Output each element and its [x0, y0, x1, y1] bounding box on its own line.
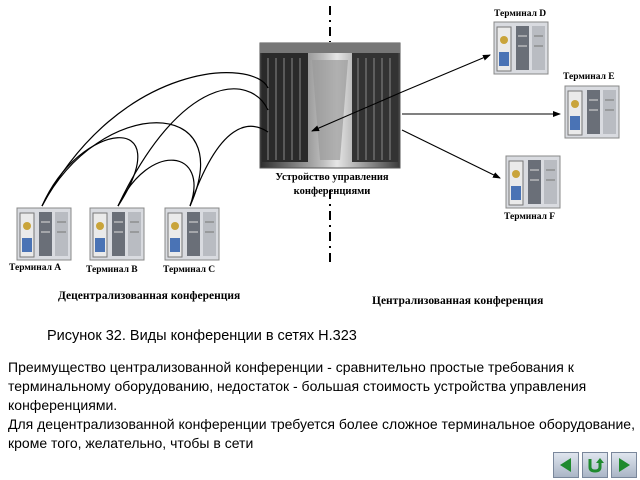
- terminal-e-label: Терминал E: [563, 72, 615, 82]
- figure-caption: Рисунок 32. Виды конференции в сетях H.3…: [47, 328, 357, 344]
- body-paragraph-1: Преимущество централизованной конференци…: [8, 359, 587, 413]
- terminal-d-icon: [493, 21, 549, 75]
- terminal-c-label: Терминал C: [163, 265, 216, 275]
- return-icon: [588, 458, 604, 473]
- terminal-a-icon: [16, 207, 72, 261]
- centralized-label: Централизованная конференция: [372, 295, 544, 307]
- decentralized-label: Децентрализованная конференция: [58, 290, 241, 302]
- terminal-a-label: Терминал A: [9, 263, 62, 273]
- forward-button[interactable]: [611, 452, 637, 478]
- server-label: Устройство управления конференциями: [262, 171, 402, 199]
- arrow-left-icon: [560, 458, 571, 472]
- arrow-right-icon: [619, 458, 630, 472]
- terminal-b-icon: [89, 207, 145, 261]
- body-text: Преимущество централизованной конференци…: [8, 358, 636, 453]
- return-button[interactable]: [582, 452, 608, 478]
- back-button[interactable]: [553, 452, 579, 478]
- conference-server-image: [259, 42, 401, 169]
- terminal-b-label: Терминал B: [86, 265, 138, 275]
- body-paragraph-2: Для децентрализованной конференции требу…: [8, 416, 635, 451]
- decentralized-links: [41, 72, 269, 207]
- terminal-d-label: Терминал D: [494, 9, 547, 19]
- terminal-c-icon: [164, 207, 220, 261]
- terminal-f-icon: [505, 155, 561, 209]
- server-label-line1: Устройство управления: [275, 172, 389, 183]
- terminal-f-label: Терминал F: [504, 212, 556, 222]
- centralized-links: [311, 54, 561, 179]
- server-label-line2: конференциями: [293, 186, 371, 197]
- terminal-e-icon: [564, 85, 620, 139]
